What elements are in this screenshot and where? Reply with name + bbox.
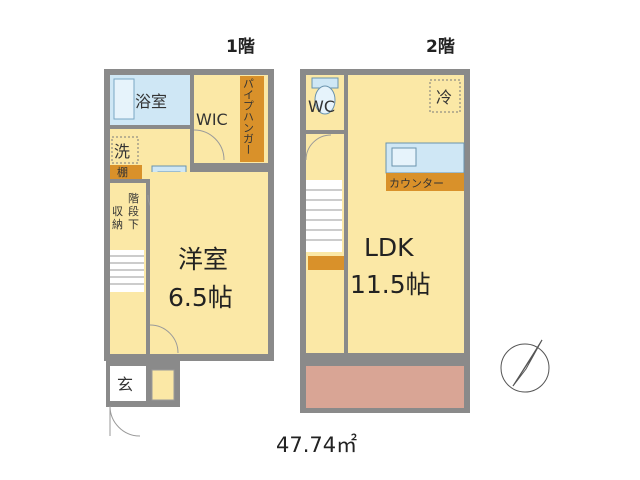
under-stairs-label: 階 段 下 bbox=[128, 191, 139, 231]
shelf-small bbox=[110, 165, 142, 179]
second-floor-title: 2階 bbox=[426, 37, 455, 57]
svg-text:段: 段 bbox=[128, 204, 139, 218]
western-room-label: 洋室 bbox=[178, 245, 228, 274]
kitchen-counter bbox=[386, 173, 464, 191]
bathtub-icon bbox=[113, 78, 135, 120]
western-room-size: 6.5帖 bbox=[168, 283, 233, 312]
fridge-space bbox=[429, 79, 461, 113]
pipe-hanger-label: パイプハンガー bbox=[242, 78, 255, 155]
toilet-icon bbox=[314, 85, 336, 115]
western-room bbox=[150, 172, 268, 354]
svg-text:階: 階 bbox=[128, 191, 139, 205]
stair-steps-2f bbox=[306, 189, 342, 241]
entrance-door bbox=[109, 405, 141, 437]
shelf-small-label: 棚 bbox=[117, 165, 128, 179]
storage-label: 収 納 bbox=[112, 205, 123, 231]
entrance-label: 玄 bbox=[117, 375, 133, 394]
first-floor-title: 1階 bbox=[226, 37, 255, 57]
shoe-box bbox=[151, 369, 175, 401]
counter-label: カウンター bbox=[389, 177, 444, 190]
wic-label: WIC bbox=[196, 110, 228, 129]
staircase-1f bbox=[110, 250, 144, 292]
sink-icon bbox=[391, 147, 417, 167]
wic-door bbox=[193, 129, 225, 161]
entrance bbox=[110, 366, 146, 401]
total-area: 47.74㎡ bbox=[276, 433, 357, 457]
staircase-2f bbox=[306, 180, 342, 252]
wc-label: WC bbox=[308, 97, 335, 116]
ldk-size: 11.5帖 bbox=[350, 270, 431, 299]
ldk-label: LDK bbox=[364, 233, 414, 262]
wc-door bbox=[305, 134, 332, 161]
pipe-hanger bbox=[240, 76, 264, 162]
washer-space bbox=[111, 136, 139, 164]
stair-steps-1f bbox=[110, 255, 144, 285]
svg-text:収: 収 bbox=[112, 205, 123, 218]
fridge-label: 冷 bbox=[436, 88, 452, 107]
stair-landing-rail bbox=[308, 256, 344, 270]
wash-label: 洗 bbox=[114, 142, 130, 161]
svg-text:納: 納 bbox=[112, 218, 123, 231]
ldk bbox=[348, 75, 464, 353]
bathroom-label: 浴室 bbox=[135, 92, 167, 111]
svg-text:下: 下 bbox=[128, 218, 139, 231]
western-room-door bbox=[149, 324, 179, 354]
veranda bbox=[306, 366, 464, 408]
north-arrow-icon bbox=[500, 339, 550, 393]
